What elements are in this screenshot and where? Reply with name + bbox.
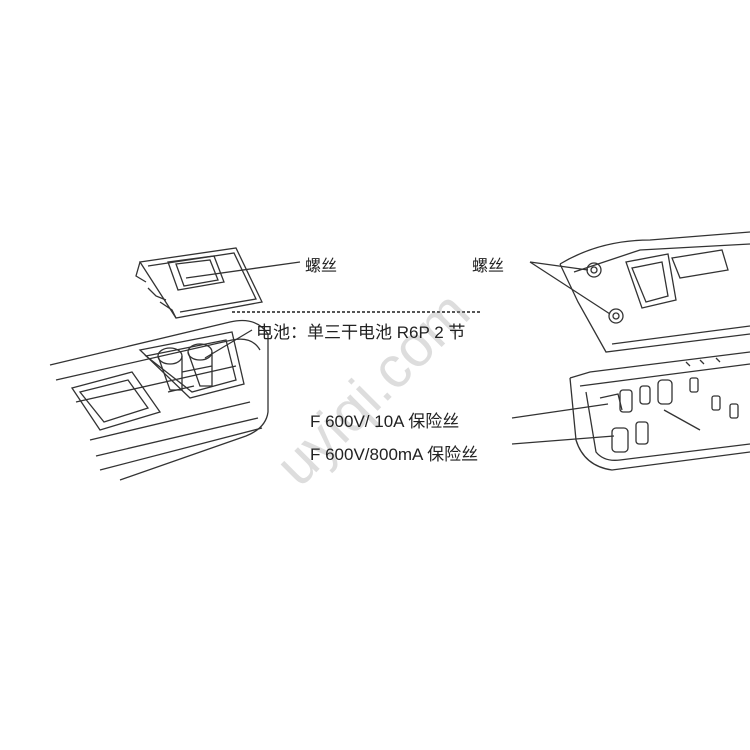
meter-case-top-right (559, 231, 750, 353)
fuse-leader-lines (511, 403, 615, 445)
batteries (157, 343, 213, 393)
fuse-800ma-label: F 600V/800mA 保险丝 (310, 445, 479, 464)
meter-case-bottom-right (569, 351, 750, 471)
screw-label-right: 螺丝 (472, 258, 505, 275)
battery-label: 电池：单三干电池 R6P 2 节 (256, 323, 466, 342)
battery-cover (135, 247, 263, 319)
screw-label-left: 螺丝 (305, 258, 338, 275)
leader-lines-right (529, 261, 611, 315)
fuse-10a-label: F 600V/ 10A 保险丝 (310, 412, 460, 431)
leader-lines-left (185, 261, 480, 359)
meter-body-left (49, 319, 269, 481)
